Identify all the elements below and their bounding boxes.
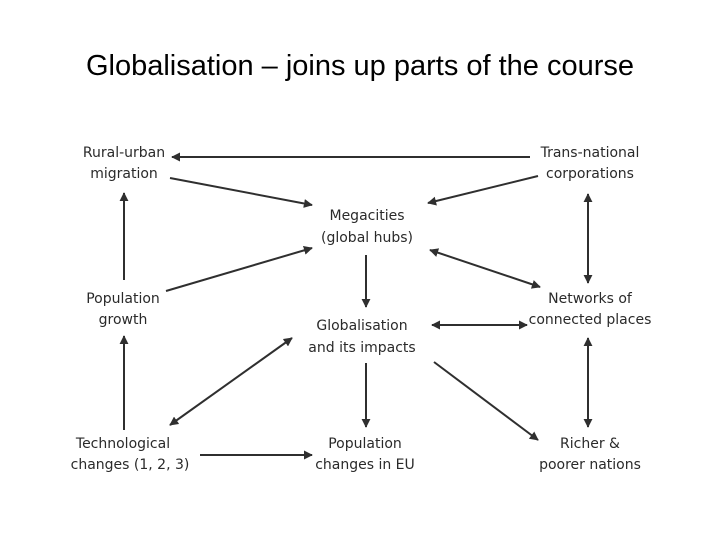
node-networks-of-connected-places: Networks of connected places: [529, 291, 652, 328]
node-line: poorer nations: [539, 457, 641, 473]
node-line: Networks of: [548, 291, 633, 307]
node-population-changes-eu: Population changes in EU: [315, 436, 415, 473]
node-line: connected places: [529, 312, 652, 328]
node-line: migration: [90, 166, 158, 182]
slide-title: Globalisation – joins up parts of the co…: [85, 50, 635, 82]
node-line: Trans-national: [540, 145, 640, 161]
node-line: Globalisation: [316, 318, 407, 334]
node-richer-poorer-nations: Richer & poorer nations: [539, 436, 641, 473]
arrow-globalisation-to-richer-poorer: [433, 361, 539, 441]
arrow-rural-urban-to-megacities: [169, 177, 313, 208]
node-trans-national-corporations: Trans-national corporations: [540, 145, 640, 182]
node-line: Technological: [75, 436, 170, 452]
node-line: corporations: [546, 166, 634, 182]
node-rural-urban-migration: Rural-urban migration: [83, 145, 165, 182]
node-line: Population: [86, 291, 160, 307]
node-line: growth: [99, 312, 148, 328]
node-line: (global hubs): [321, 230, 413, 246]
node-line: Richer &: [560, 436, 620, 452]
node-line: changes in EU: [315, 457, 415, 473]
node-line: Megacities: [329, 208, 404, 224]
node-line: and its impacts: [308, 340, 415, 356]
node-population-growth: Population growth: [86, 291, 160, 328]
node-globalisation-and-impacts: Globalisation and its impacts: [308, 318, 415, 356]
node-line: Rural-urban: [83, 145, 165, 161]
arrow-technological-globalisation: [169, 337, 293, 426]
arrow-population-growth-to-megacities: [165, 245, 313, 292]
node-line: changes (1, 2, 3): [71, 457, 190, 473]
node-megacities: Megacities (global hubs): [321, 208, 413, 246]
node-line: Population: [328, 436, 402, 452]
arrow-tnc-to-megacities: [427, 175, 539, 206]
arrow-megacities-networks: [429, 248, 541, 289]
node-technological-changes: Technological changes (1, 2, 3): [71, 436, 190, 473]
